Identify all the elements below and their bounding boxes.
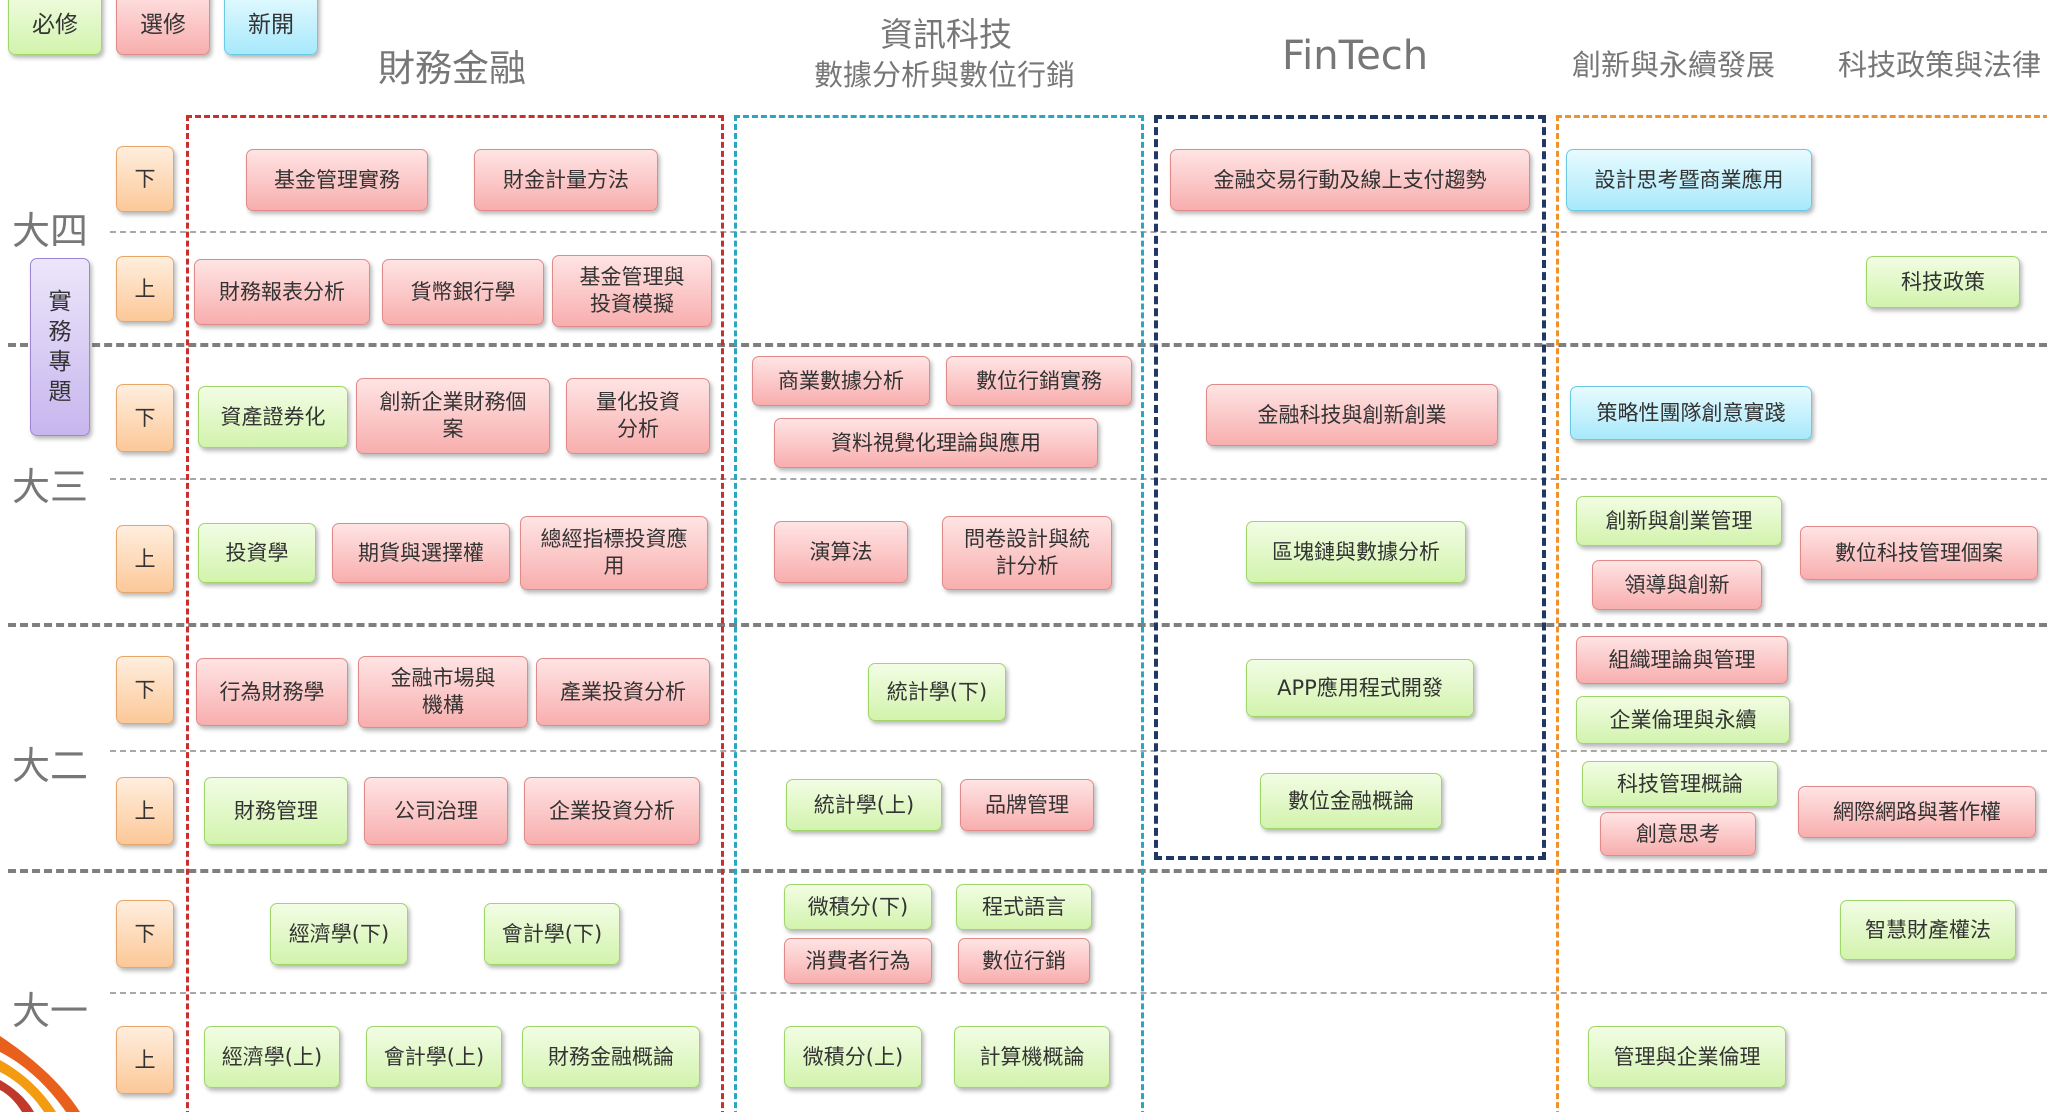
course-c36: 統計學(上) bbox=[786, 779, 942, 831]
course-c33: 財務管理 bbox=[204, 777, 348, 845]
header-policy: 科技政策與法律 bbox=[1838, 48, 2042, 82]
divider-y4-y3 bbox=[8, 343, 2047, 347]
course-c43: 會計學(下) bbox=[484, 903, 620, 965]
course-c48: 智慧財產權法 bbox=[1840, 900, 2016, 960]
course-c15: 金融科技與創新創業 bbox=[1206, 384, 1498, 446]
header-innovation: 創新與永續發展 bbox=[1572, 48, 1776, 82]
region-innovation bbox=[1556, 115, 2047, 1112]
course-c25: 數位科技管理個案 bbox=[1800, 526, 2038, 580]
course-c3: 金融交易行動及線上支付趨勢 bbox=[1170, 149, 1530, 211]
course-c54: 管理與企業倫理 bbox=[1588, 1026, 1786, 1088]
course-c32: 企業倫理與永續 bbox=[1576, 696, 1790, 744]
divider-y3-y2 bbox=[8, 623, 2047, 627]
corner-swoosh-graphic bbox=[0, 1036, 80, 1112]
legend-required: 必修 bbox=[8, 0, 102, 55]
year-2: 大二 bbox=[12, 744, 89, 788]
semester-y4-first: 上 bbox=[116, 256, 174, 322]
course-c30: APP應用程式開發 bbox=[1246, 659, 1474, 717]
course-c17: 投資學 bbox=[198, 523, 316, 583]
course-c38: 數位金融概論 bbox=[1260, 773, 1442, 829]
header-finance: 財務金融 bbox=[378, 47, 526, 90]
course-c5: 財務報表分析 bbox=[194, 259, 370, 325]
semester-y3-first: 上 bbox=[116, 525, 174, 593]
region-finance bbox=[186, 115, 724, 1112]
course-c35: 企業投資分析 bbox=[524, 777, 700, 845]
course-c37: 品牌管理 bbox=[960, 779, 1094, 831]
course-c26: 行為財務學 bbox=[196, 658, 348, 726]
course-c41: 網際網路與著作權 bbox=[1798, 786, 2036, 838]
year-3: 大三 bbox=[12, 465, 89, 509]
divider-y2-y1 bbox=[8, 869, 2047, 873]
course-c7: 基金管理與投資模擬 bbox=[552, 255, 712, 327]
course-c23: 創新與創業管理 bbox=[1576, 496, 1782, 546]
course-c14: 資料視覺化理論與應用 bbox=[774, 418, 1098, 468]
year-4: 大四 bbox=[12, 209, 89, 253]
course-c13: 數位行銷實務 bbox=[946, 356, 1132, 406]
course-c4: 設計思考暨商業應用 bbox=[1566, 149, 1812, 211]
course-c29: 統計學(下) bbox=[868, 663, 1006, 721]
region-infotech bbox=[734, 115, 1144, 1112]
header-fintech: FinTech bbox=[1282, 33, 1429, 79]
course-c18: 期貨與選擇權 bbox=[332, 523, 510, 583]
course-c53: 計算機概論 bbox=[954, 1026, 1110, 1088]
course-c51: 財務金融概論 bbox=[522, 1026, 700, 1088]
course-c6: 貨幣銀行學 bbox=[382, 259, 544, 325]
year-1: 大一 bbox=[12, 989, 89, 1033]
course-c9: 資產證券化 bbox=[198, 386, 348, 448]
course-c49: 經濟學(上) bbox=[204, 1026, 340, 1088]
course-c46: 消費者行為 bbox=[784, 938, 932, 984]
divider-y1-sem bbox=[110, 992, 2047, 994]
course-c21: 問卷設計與統計分析 bbox=[942, 516, 1112, 590]
semester-y4-second: 下 bbox=[116, 146, 174, 212]
course-c19: 總經指標投資應用 bbox=[520, 516, 708, 590]
course-c27: 金融市場與機構 bbox=[358, 656, 528, 728]
course-c44: 微積分(下) bbox=[784, 884, 932, 930]
course-c31: 組織理論與管理 bbox=[1576, 636, 1788, 684]
header-infotech: 資訊科技 bbox=[880, 15, 1012, 54]
course-c42: 經濟學(下) bbox=[270, 903, 408, 965]
legend-elective: 選修 bbox=[116, 0, 210, 55]
course-c10: 創新企業財務個案 bbox=[356, 378, 550, 454]
course-c12: 商業數據分析 bbox=[752, 356, 930, 406]
course-c28: 產業投資分析 bbox=[536, 658, 710, 726]
course-c52: 微積分(上) bbox=[784, 1026, 922, 1088]
course-c2: 財金計量方法 bbox=[474, 149, 658, 211]
course-c1: 基金管理實務 bbox=[246, 149, 428, 211]
semester-y3-second: 下 bbox=[116, 384, 174, 452]
course-c8: 科技政策 bbox=[1866, 256, 2020, 308]
course-c11: 量化投資分析 bbox=[566, 378, 710, 454]
divider-y2-sem bbox=[110, 750, 2047, 752]
course-c45: 程式語言 bbox=[956, 884, 1092, 930]
course-c50: 會計學(上) bbox=[366, 1026, 502, 1088]
divider-y3-sem bbox=[110, 478, 2047, 480]
region-fintech bbox=[1154, 115, 1546, 860]
header-infotech-sub: 數據分析與數位行銷 bbox=[814, 58, 1076, 92]
semester-y2-second: 下 bbox=[116, 656, 174, 724]
course-c20: 演算法 bbox=[774, 521, 908, 583]
course-c16: 策略性團隊創意實踐 bbox=[1570, 386, 1812, 440]
semester-y1-first: 上 bbox=[116, 1026, 174, 1094]
semester-y1-second: 下 bbox=[116, 900, 174, 968]
course-c24: 領導與創新 bbox=[1592, 560, 1762, 610]
legend-new: 新開 bbox=[224, 0, 318, 55]
course-c40: 創意思考 bbox=[1600, 812, 1756, 856]
course-c34: 公司治理 bbox=[364, 777, 508, 845]
course-c47: 數位行銷 bbox=[958, 938, 1090, 984]
course-c22: 區塊鏈與數據分析 bbox=[1246, 521, 1466, 583]
semester-y2-first: 上 bbox=[116, 777, 174, 845]
divider-y4-sem bbox=[110, 231, 2047, 233]
practicum-box: 實務專題 bbox=[30, 258, 90, 436]
course-c39: 科技管理概論 bbox=[1582, 761, 1778, 807]
